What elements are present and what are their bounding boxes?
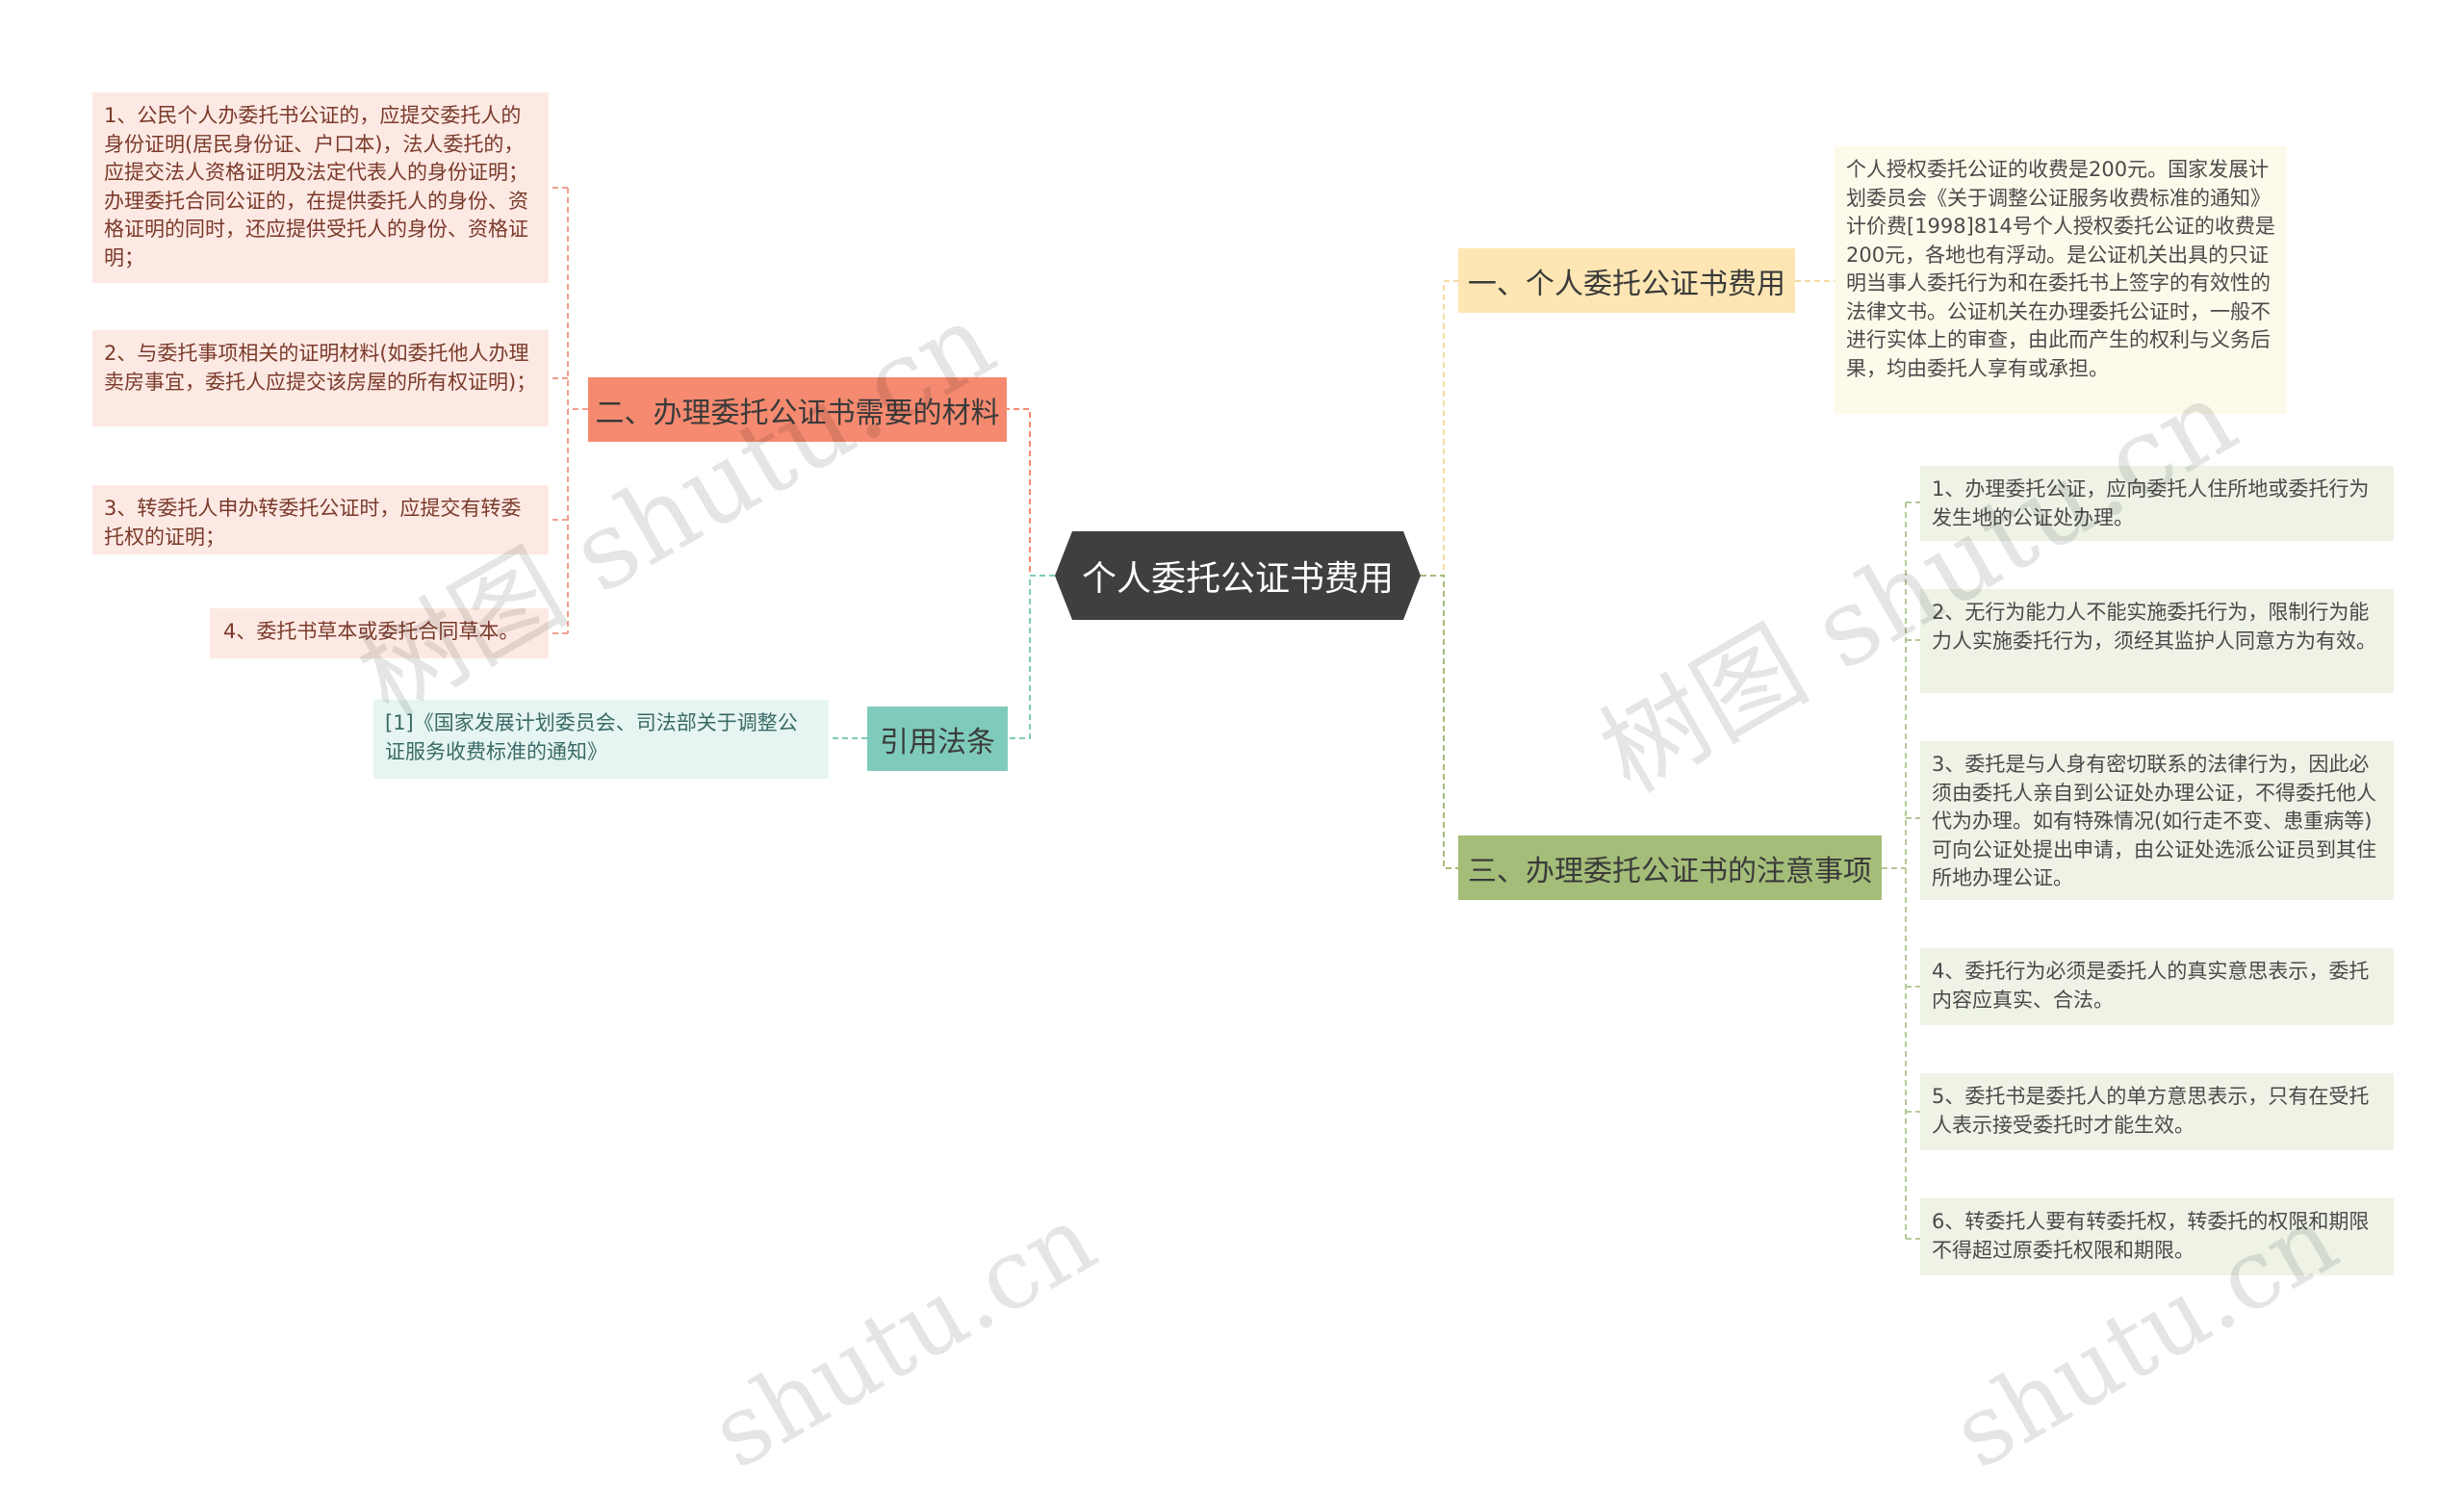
notes-item-6-text: 6、转委托人要有转委托权，转委托的权限和期限不得超过原委托权限和期限。: [1932, 1210, 2370, 1262]
materials-item-4-text: 4、委托书草本或委托合同草本。: [223, 620, 520, 643]
branch-notes-label: 三、办理委托公证书的注意事项: [1468, 854, 1872, 888]
root-label: 个人委托公证书费用: [1081, 559, 1394, 599]
notes-item-2[interactable]: 2、无行为能力人不能实施委托行为，限制行为能力人实施委托行为，须经其监护人同意方…: [1920, 589, 2394, 693]
notes-item-2-text: 2、无行为能力人不能实施委托行为，限制行为能力人实施委托行为，须经其监护人同意方…: [1932, 601, 2376, 653]
citation-item-text: [1]《国家发展计划委员会、司法部关于调整公证服务收费标准的通知》: [385, 711, 798, 763]
notes-item-4[interactable]: 4、委托行为必须是委托人的真实意思表示，委托内容应真实、合法。: [1920, 948, 2394, 1025]
branch-materials[interactable]: 二、办理委托公证书需要的材料: [588, 377, 1007, 442]
materials-item-3-text: 3、转委托人申办转委托公证时，应提交有转委托权的证明；: [104, 497, 522, 549]
branch-citation-label: 引用法条: [880, 725, 995, 759]
materials-item-2[interactable]: 2、与委托事项相关的证明材料(如委托他人办理卖房事宜，委托人应提交该房屋的所有权…: [92, 330, 549, 426]
materials-item-4[interactable]: 4、委托书草本或委托合同草本。: [210, 608, 549, 658]
materials-item-3[interactable]: 3、转委托人申办转委托公证时，应提交有转委托权的证明；: [92, 485, 549, 554]
notes-item-3[interactable]: 3、委托是与人身有密切联系的法律行为，因此必须由委托人亲自到公证处办理公证，不得…: [1920, 741, 2394, 900]
root-node[interactable]: 个人委托公证书费用: [1055, 531, 1421, 620]
notes-item-4-text: 4、委托行为必须是委托人的真实意思表示，委托内容应真实、合法。: [1932, 960, 2370, 1012]
notes-item-1[interactable]: 1、办理委托公证，应向委托人住所地或委托行为发生地的公证处办理。: [1920, 466, 2394, 541]
branch-materials-label: 二、办理委托公证书需要的材料: [595, 396, 1000, 430]
fee-detail-text: 个人授权委托公证的收费是200元。国家发展计划委员会《关于调整公证服务收费标准的…: [1846, 158, 2275, 380]
link-root-citation: [1008, 575, 1055, 739]
notes-item-3-text: 3、委托是与人身有密切联系的法律行为，因此必须由委托人亲自到公证处办理公证，不得…: [1932, 753, 2376, 889]
materials-item-2-text: 2、与委托事项相关的证明材料(如委托他人办理卖房事宜，委托人应提交该房屋的所有权…: [104, 342, 537, 394]
link-root-notes: [1421, 575, 1458, 869]
citation-item[interactable]: [1]《国家发展计划委员会、司法部关于调整公证服务收费标准的通知》: [373, 700, 829, 779]
root-shape: [1055, 531, 1421, 620]
link-materials-items: [549, 187, 588, 634]
link-notes-items: [1882, 501, 1920, 1240]
branch-citation[interactable]: 引用法条: [867, 706, 1008, 771]
notes-item-5[interactable]: 5、委托书是委托人的单方意思表示，只有在受托人表示接受委托时才能生效。: [1920, 1073, 2394, 1150]
notes-item-6[interactable]: 6、转委托人要有转委托权，转委托的权限和期限不得超过原委托权限和期限。: [1920, 1198, 2394, 1275]
link-root-materials: [1007, 408, 1055, 577]
connector-lines: [549, 187, 1920, 1240]
link-root-fee: [1421, 280, 1458, 577]
notes-item-5-text: 5、委托书是委托人的单方意思表示，只有在受托人表示接受委托时才能生效。: [1932, 1085, 2370, 1137]
materials-item-1[interactable]: 1、公民个人办委托书公证的，应提交委托人的身份证明(居民身份证、户口本)，法人委…: [92, 92, 549, 283]
branch-fee[interactable]: 一、个人委托公证书费用: [1458, 248, 1795, 313]
notes-item-1-text: 1、办理委托公证，应向委托人住所地或委托行为发生地的公证处办理。: [1932, 477, 2370, 529]
fee-detail-node[interactable]: 个人授权委托公证的收费是200元。国家发展计划委员会《关于调整公证服务收费标准的…: [1835, 146, 2287, 414]
branch-fee-label: 一、个人委托公证书费用: [1468, 267, 1785, 301]
materials-item-1-text: 1、公民个人办委托书公证的，应提交委托人的身份证明(居民身份证、户口本)，法人委…: [104, 104, 528, 270]
branch-notes[interactable]: 三、办理委托公证书的注意事项: [1458, 835, 1882, 900]
